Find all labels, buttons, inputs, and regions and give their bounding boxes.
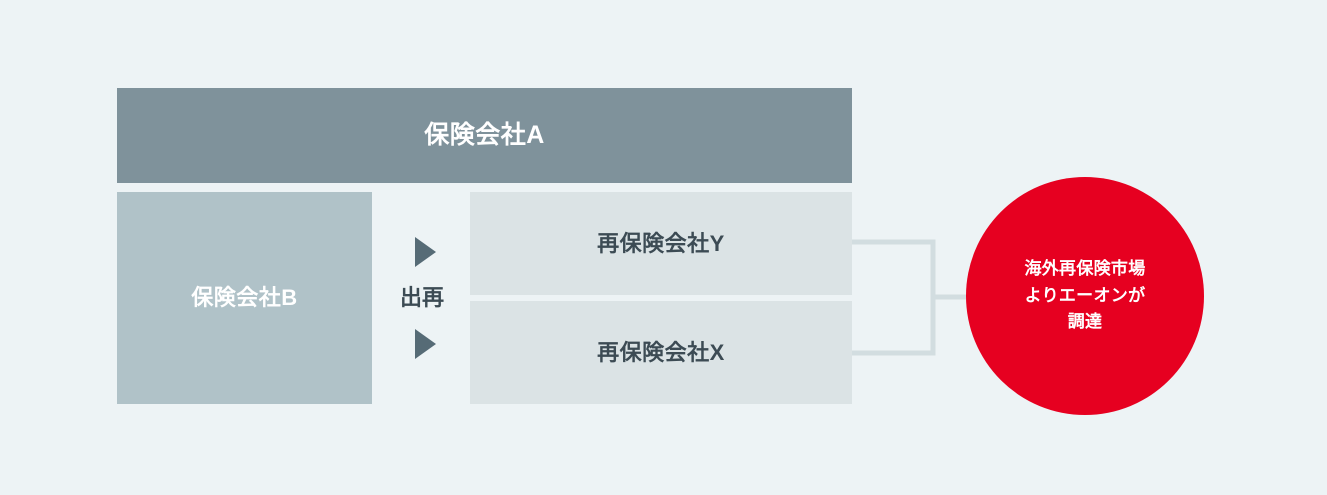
reinsurer-x-box: 再保険会社X <box>470 301 852 404</box>
cession-label: 出再 <box>399 285 444 310</box>
overseas-market-line-1: 海外再保険市場 <box>1024 259 1146 279</box>
insurer-b-label: 保険会社B <box>191 285 298 310</box>
insurer-b-box: 保険会社B <box>117 192 372 404</box>
cession-column: 出再 <box>380 192 464 404</box>
overseas-market-line-2: よりエーオンが <box>1024 285 1146 305</box>
insurer-a-box: 保険会社A <box>117 88 852 183</box>
reinsurer-x-label: 再保険会社X <box>597 339 725 365</box>
triangle-right-icon <box>414 329 436 359</box>
reinsurer-y-box: 再保険会社Y <box>470 192 852 295</box>
insurer-a-label: 保険会社A <box>424 121 545 149</box>
overseas-market-circle: 海外再保険市場 よりエーオンが 調達 <box>966 177 1204 415</box>
overseas-market-line-3: 調達 <box>1067 312 1103 332</box>
reinsurer-y-label: 再保険会社Y <box>597 230 725 256</box>
triangle-right-icon <box>414 237 436 267</box>
